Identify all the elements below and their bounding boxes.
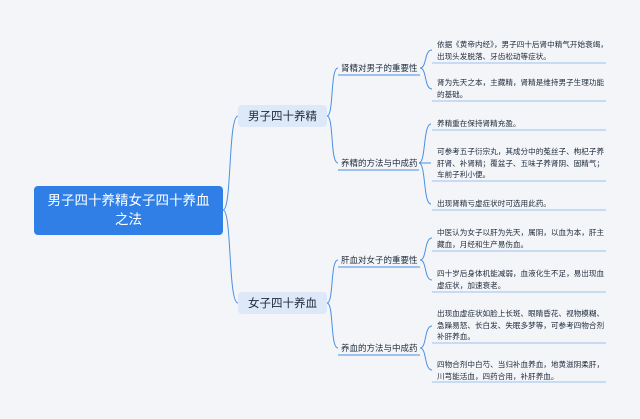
connector-sub1-leaf2 (419, 67, 433, 90)
subtopic-essence-methods[interactable]: 养精的方法与中成药 (341, 159, 418, 169)
leaf-note[interactable]: 依据《黄帝内经》，男子四十后肾中精气开始衰竭，出现头发脱落、牙齿松动等症状。 (437, 40, 608, 61)
leaf-note[interactable]: 可参考五子衍宗丸，其成分中的菟丝子、枸杞子养肝肾、补肾精；覆盆子、五味子养肾阴、… (437, 147, 605, 179)
connector-sub2-leaf1 (418, 123, 432, 164)
connector-branch1-sub1 (326, 67, 339, 117)
connector-branch1-sub2 (326, 115, 339, 164)
connector-branch2-sub1 (326, 259, 339, 304)
leaf-note[interactable]: 养精重在保持肾精充盈。 (437, 119, 521, 128)
branch-label: 男子四十养精 (248, 109, 317, 123)
leaf-note[interactable]: 中医认为女子以肝为先天，属阴，以血为本，肝主藏血，月经和生产易伤血。 (437, 228, 605, 249)
subtopic-liver-blood-importance[interactable]: 肝血对女子的重要性 (341, 256, 418, 266)
connector-sub4-leaf1 (419, 325, 433, 349)
connector-sub1-leaf1 (419, 49, 433, 69)
leaf-note[interactable]: 肾为先天之本，主藏精，肾精是维持男子生理功能的基础。 (437, 78, 605, 99)
connector-root-branch2 (222, 209, 239, 304)
subtopic-kidney-essence-importance[interactable]: 肾精对男子的重要性 (341, 64, 418, 74)
branch-female-nourish-blood[interactable]: 女子四十养血 (238, 292, 327, 314)
subtopic-blood-methods[interactable]: 养血的方法与中成药 (341, 344, 418, 354)
leaf-note[interactable]: 四物合剂中白芍、当归补血养血，地黄滋阴柔肝，川芎能活血，四药合用，补肝养血。 (437, 360, 605, 381)
connector-branch2-sub2 (326, 302, 339, 349)
leaf-note[interactable]: 出现血虚症状如脸上长斑、眼睛昏花、视物模糊、急躁易怒、长白发、失眠多梦等，可参考… (437, 309, 605, 341)
leaf-note[interactable]: 出现肾精亏虚症状时可选用此药。 (437, 199, 551, 208)
connector-sub2-leaf3 (418, 162, 432, 205)
connector-sub3-leaf1 (419, 237, 433, 261)
branch-label: 女子四十养血 (248, 296, 317, 310)
connector-root-branch1 (222, 115, 239, 211)
branch-male-nourish-essence[interactable]: 男子四十养精 (238, 105, 327, 127)
leaf-note[interactable]: 四十岁后身体机能减弱，血液化生不足，易出现血虚症状，加速衰老。 (437, 269, 605, 290)
root-topic-label: 男子四十养精女子四十养血之法 (47, 192, 210, 228)
connector-sub4-leaf2 (419, 347, 433, 371)
connector-sub3-leaf2 (419, 259, 433, 281)
root-topic[interactable]: 男子四十养精女子四十养血之法 (34, 186, 223, 235)
